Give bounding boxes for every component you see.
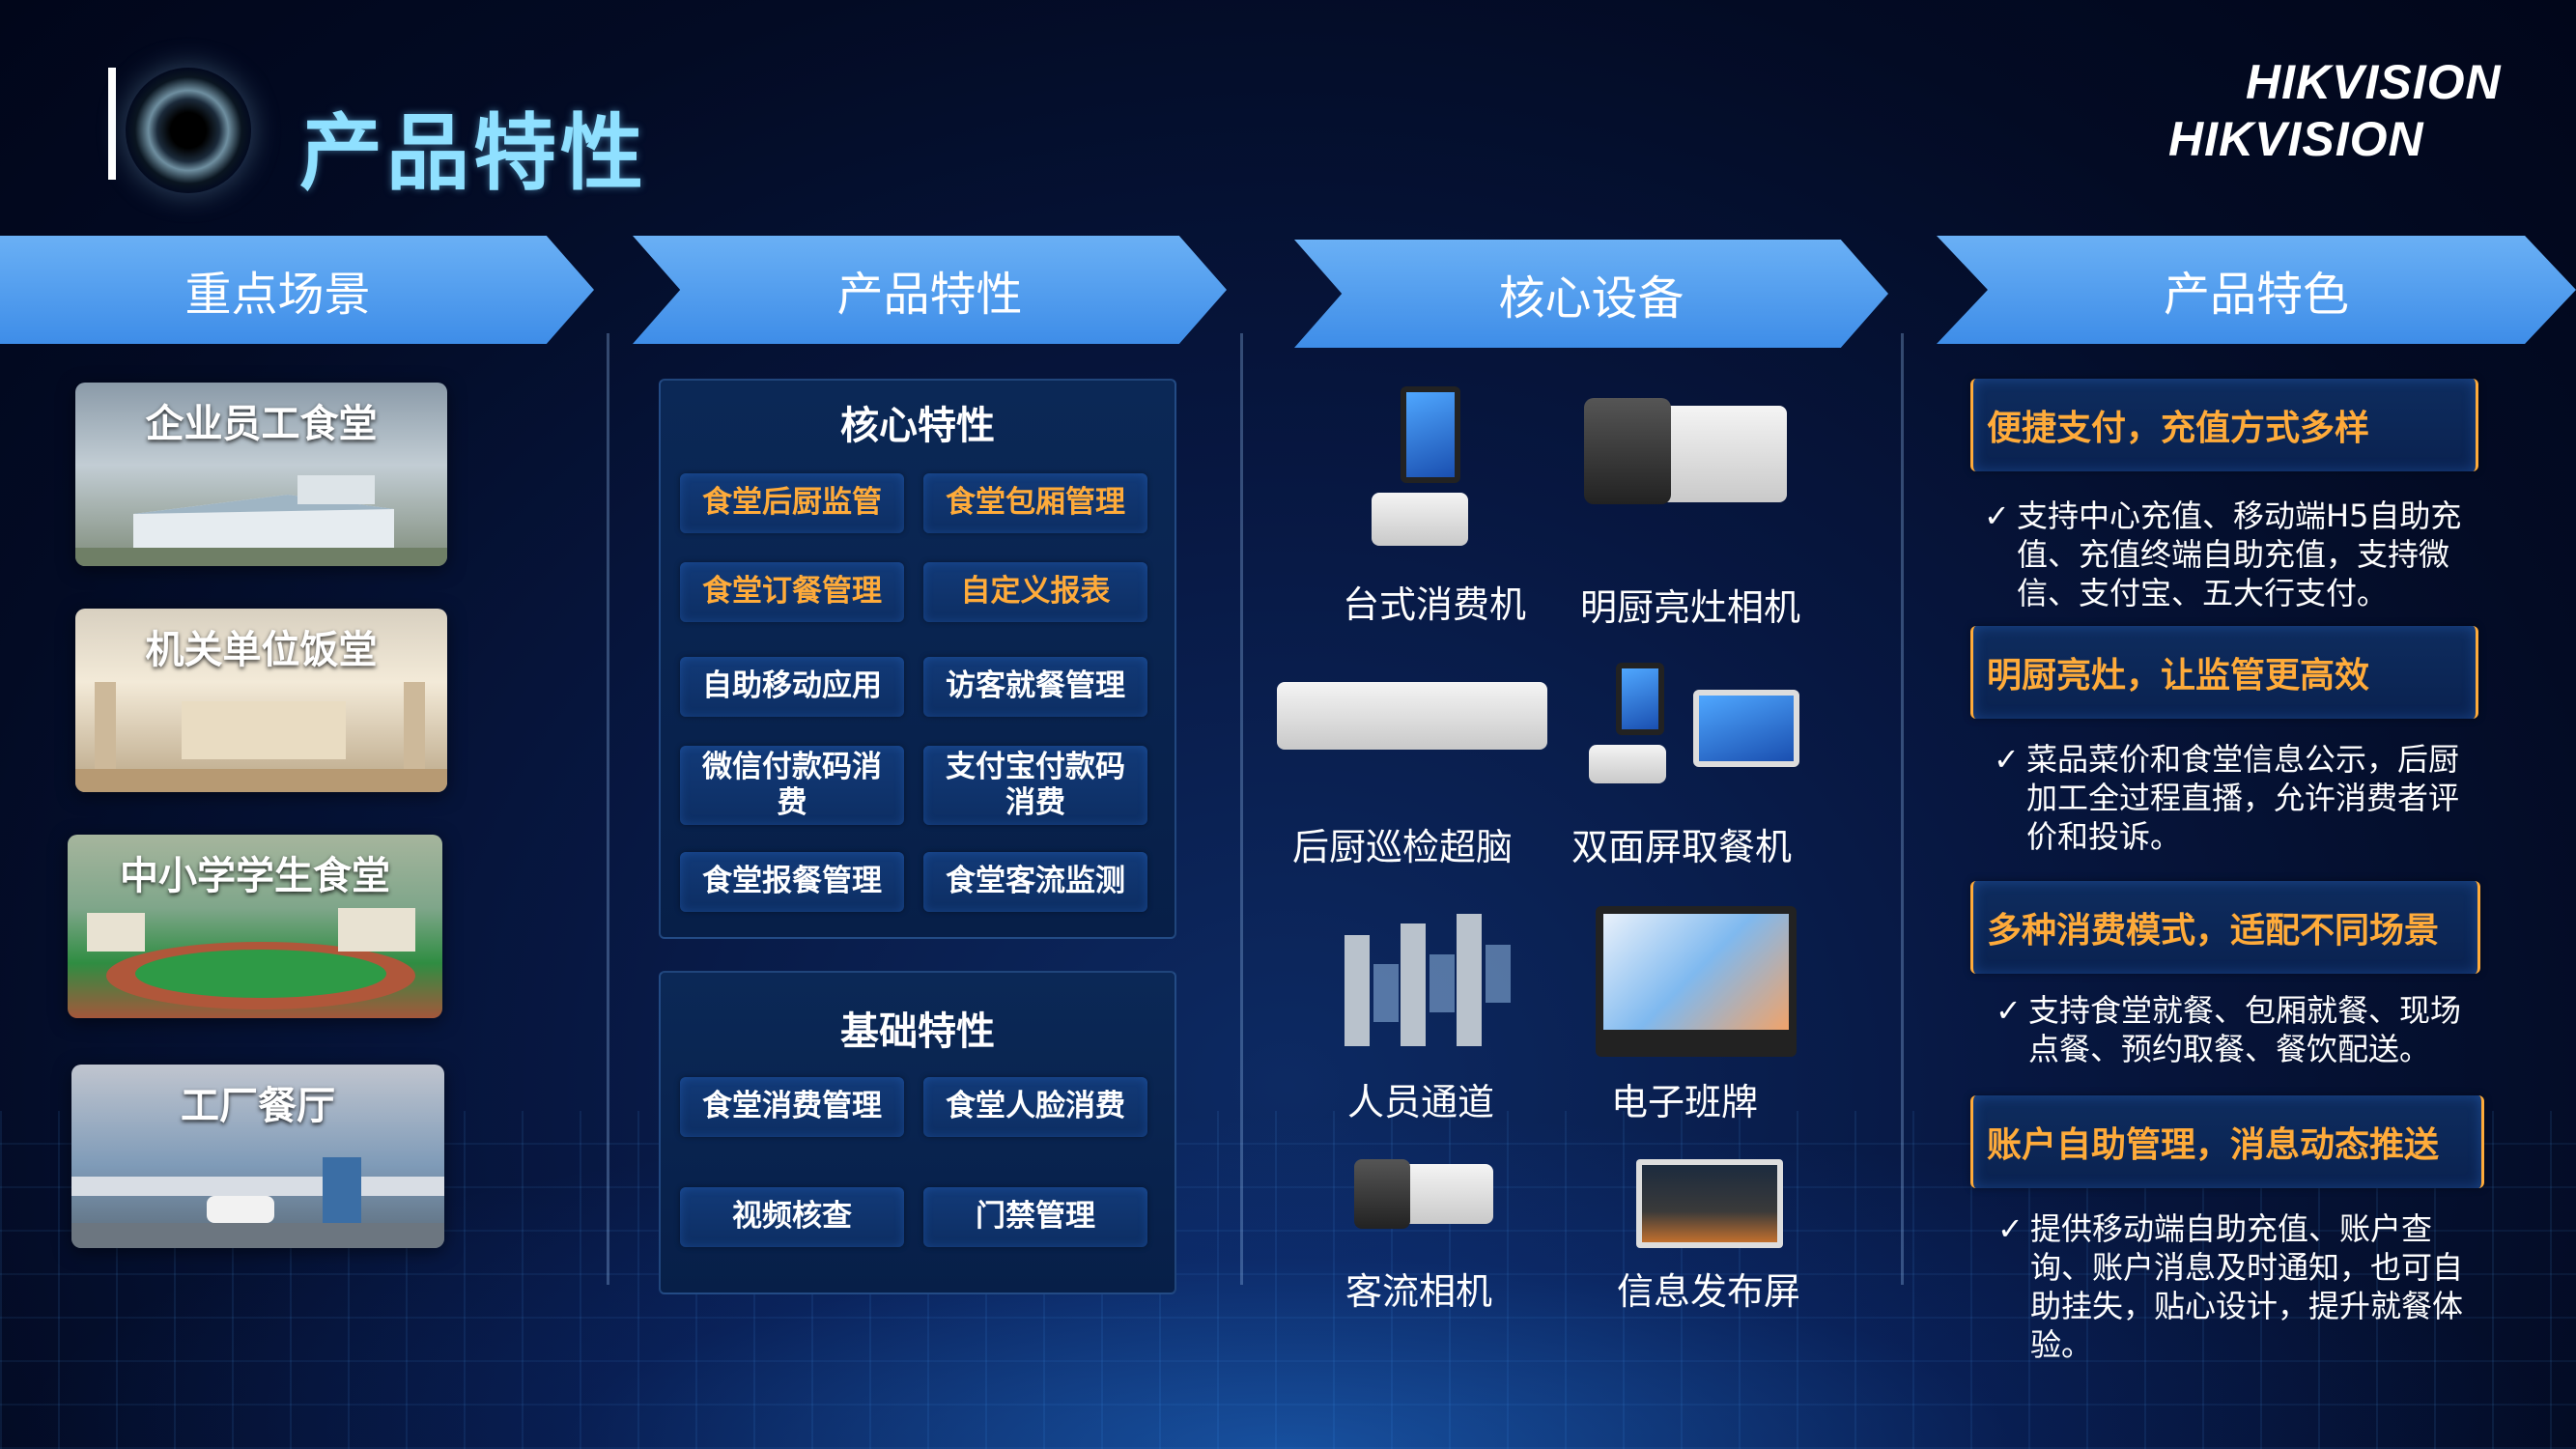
base-features-panel: 基础特性 食堂消费管理 食堂人脸消费 视频核查 门禁管理	[659, 971, 1176, 1294]
nvr-box-icon	[1277, 682, 1547, 750]
feature-chip: 食堂包厢管理	[923, 473, 1147, 533]
column-divider	[607, 333, 609, 1285]
signage-screen-icon	[1636, 1159, 1783, 1248]
scene-label: 机关单位饭堂	[145, 628, 378, 672]
brand-logo-secondary: HIKVISION	[2168, 112, 2424, 166]
feature-chip: 门禁管理	[923, 1187, 1147, 1247]
feature-chip: 自定义报表	[923, 562, 1147, 622]
desktop-pos-terminal-icon	[1372, 386, 1468, 551]
highlight-desc: ✓ 支持食堂就餐、包厢就餐、现场点餐、预约取餐、餐饮配送。	[1996, 992, 2462, 1067]
turnstile-gate-icon	[1345, 914, 1511, 1046]
hall-interior-image	[75, 682, 447, 792]
feature-chip: 食堂订餐管理	[680, 562, 904, 622]
feature-chip: 访客就餐管理	[923, 657, 1147, 717]
section-header-scenes: 重点场景	[0, 236, 594, 344]
highlight-title-account: 账户自助管理，消息动态推送	[1970, 1095, 2484, 1188]
highlight-title-payment: 便捷支付，充值方式多样	[1970, 379, 2478, 471]
core-features-panel: 核心特性 食堂后厨监管 食堂包厢管理 食堂订餐管理 自定义报表 自助移动应用 访…	[659, 379, 1176, 939]
scene-label: 企业员工食堂	[145, 402, 378, 446]
title-accent-bar	[108, 68, 116, 180]
device-label: 人员通道	[1347, 1081, 1495, 1123]
device-label: 明厨亮灶相机	[1580, 586, 1801, 629]
feature-chip: 视频核查	[680, 1187, 904, 1247]
device-label: 信息发布屏	[1617, 1270, 1801, 1313]
check-icon: ✓	[1996, 992, 2022, 1029]
scene-label: 工厂餐厅	[181, 1084, 335, 1128]
panel-title: 核心特性	[840, 404, 995, 448]
device-label: 台式消费机	[1343, 583, 1527, 626]
scene-card-factory-canteen: 工厂餐厅	[71, 1065, 444, 1248]
bullet-camera-icon	[1584, 398, 1787, 504]
feature-chip: 食堂报餐管理	[680, 852, 904, 912]
feature-chip: 食堂人脸消费	[923, 1077, 1147, 1137]
brand-logo: HIKVISION	[2246, 55, 2502, 109]
scene-card-enterprise-canteen: 企业员工食堂	[75, 383, 447, 566]
feature-chip: 自助移动应用	[680, 657, 904, 717]
feature-chip: 支付宝付款码消费	[923, 746, 1147, 825]
feature-chip: 食堂消费管理	[680, 1077, 904, 1137]
highlight-desc: ✓ 提供移动端自助充值、账户查询、账户消息及时通知，也可自助挂失，贴心设计，提升…	[1997, 1210, 2464, 1363]
check-icon: ✓	[1984, 497, 2010, 534]
digital-orb-icon	[126, 68, 251, 193]
column-divider	[1901, 333, 1904, 1285]
section-header-highlights: 产品特色	[1937, 236, 2576, 344]
device-label: 双面屏取餐机	[1571, 826, 1793, 868]
dual-screen-terminal-icon	[1589, 663, 1801, 788]
feature-chip: 微信付款码消费	[680, 746, 904, 825]
check-icon: ✓	[1997, 1210, 2024, 1247]
people-counting-camera-icon	[1354, 1159, 1493, 1235]
feature-chip: 食堂后厨监管	[680, 473, 904, 533]
factory-parking-image	[71, 1157, 444, 1248]
column-divider	[1240, 333, 1243, 1285]
section-header-product-features: 产品特性	[633, 236, 1227, 344]
feature-chip: 食堂客流监测	[923, 852, 1147, 912]
scene-card-school-canteen: 中小学学生食堂	[68, 835, 442, 1018]
highlight-title-modes: 多种消费模式，适配不同场景	[1970, 881, 2480, 974]
device-label: 客流相机	[1345, 1270, 1493, 1313]
school-campus-image	[87, 908, 415, 1009]
section-header-core-devices: 核心设备	[1294, 240, 1888, 348]
panel-title: 基础特性	[840, 1009, 995, 1054]
class-display-icon	[1596, 906, 1797, 1057]
device-label: 电子班牌	[1611, 1081, 1759, 1123]
check-icon: ✓	[1994, 741, 2020, 778]
scene-card-government-canteen: 机关单位饭堂	[75, 609, 447, 792]
highlight-title-kitchen: 明厨亮灶，让监管更高效	[1970, 626, 2478, 719]
page-title: 产品特性	[299, 105, 647, 202]
highlight-desc: ✓ 菜品菜价和食堂信息公示，后厨加工全过程直播，允许消费者评价和投诉。	[1994, 741, 2460, 855]
scene-label: 中小学学生食堂	[120, 854, 390, 898]
factory-building-image	[75, 475, 447, 566]
device-label: 后厨巡检超脑	[1292, 826, 1514, 868]
highlight-desc: ✓ 支持中心充值、移动端H5自助充值、充值终端自助充值，支持微信、支付宝、五大行…	[1984, 497, 2462, 611]
